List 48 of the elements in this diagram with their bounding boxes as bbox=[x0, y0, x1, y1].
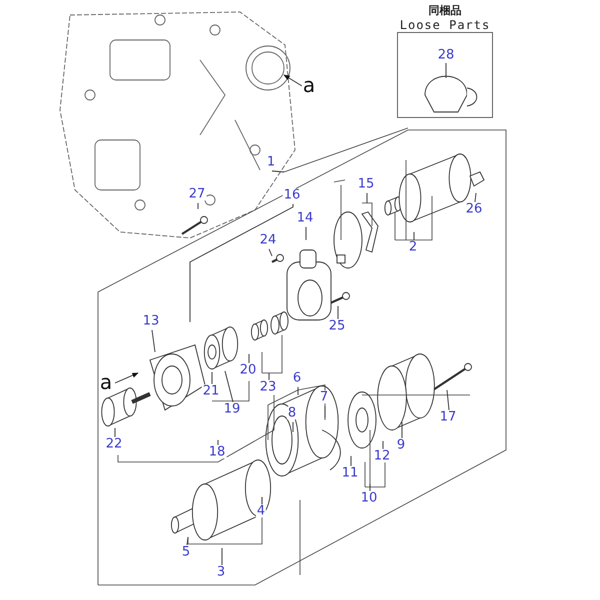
callout-number: 28 bbox=[436, 48, 456, 62]
callout-number: 22 bbox=[104, 438, 124, 450]
section-heading: 同梱品 bbox=[428, 5, 462, 16]
leader-line bbox=[350, 456, 352, 466]
callout-number: 21 bbox=[202, 384, 220, 398]
callout-number: 5 bbox=[180, 546, 192, 558]
leader-line bbox=[224, 370, 234, 402]
callout-number: 1 bbox=[266, 156, 276, 168]
leader-line bbox=[152, 330, 156, 352]
leader-line bbox=[382, 440, 384, 450]
callout-number: 27 bbox=[188, 188, 206, 200]
callout-number: 4 bbox=[256, 504, 266, 518]
leader-line bbox=[190, 204, 294, 322]
leader-line bbox=[292, 422, 294, 432]
leader-line bbox=[268, 248, 272, 256]
leader-line bbox=[248, 354, 250, 364]
callout-number: 20 bbox=[238, 364, 258, 376]
callout-number: 18 bbox=[208, 446, 226, 458]
callout-number: 24 bbox=[258, 234, 278, 246]
callout-number: 19 bbox=[222, 402, 242, 416]
callout-number: 15 bbox=[356, 178, 376, 190]
leader-line bbox=[114, 428, 116, 438]
callout-number: 9 bbox=[396, 438, 406, 452]
leader-line bbox=[474, 192, 476, 202]
leader-line bbox=[324, 406, 326, 418]
callout-number: 3 bbox=[216, 566, 226, 578]
leader-line bbox=[186, 536, 188, 546]
callout-number: 11 bbox=[340, 466, 360, 480]
leader-line bbox=[446, 390, 450, 410]
callout-number: 8 bbox=[286, 406, 298, 420]
callout-number: 12 bbox=[372, 450, 392, 462]
leader-line bbox=[366, 192, 368, 204]
arrow bbox=[283, 74, 302, 86]
callout-number: 16 bbox=[282, 188, 302, 202]
section-heading: Loose Parts bbox=[400, 19, 490, 31]
callout-number: 23 bbox=[258, 380, 278, 394]
callout-number: 14 bbox=[296, 212, 314, 224]
callout-number: 10 bbox=[360, 492, 378, 504]
arrow bbox=[114, 372, 139, 384]
callout-number: 25 bbox=[328, 320, 346, 332]
leader-line bbox=[272, 170, 284, 172]
callout-number: 13 bbox=[142, 314, 160, 328]
callout-number: 6 bbox=[292, 372, 302, 384]
callout-number: 26 bbox=[464, 202, 484, 216]
callout-number: 7 bbox=[318, 390, 330, 404]
leader-line bbox=[268, 372, 270, 380]
callout-number: 17 bbox=[438, 410, 458, 424]
callout-number: 2 bbox=[408, 240, 418, 254]
